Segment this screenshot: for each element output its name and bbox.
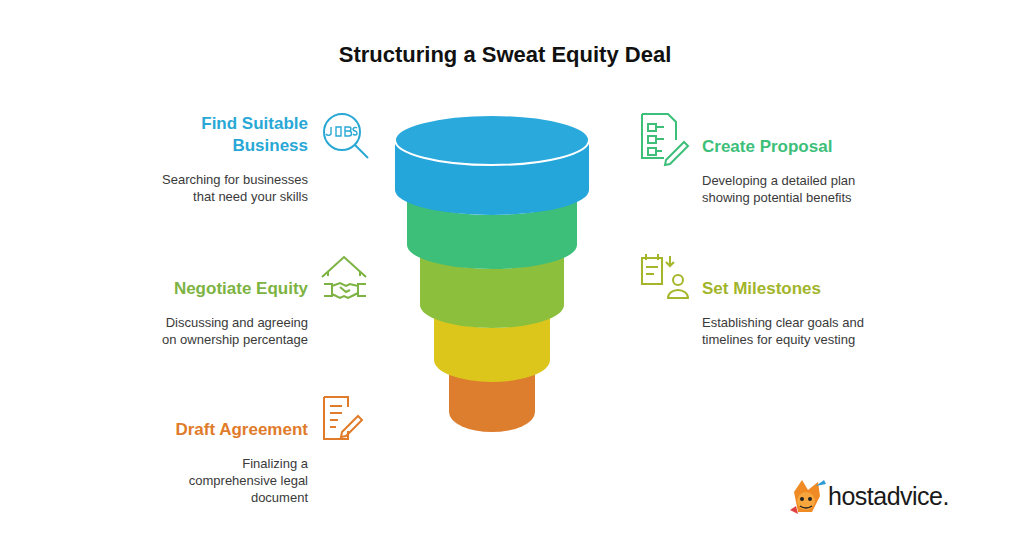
logo-mascot (790, 480, 826, 514)
agreement-icon (324, 397, 362, 439)
step-node: Create ProposalDeveloping a detailed pla… (702, 136, 867, 206)
diagram-title: Structuring a Sweat Equity Deal (0, 42, 1010, 68)
step-node: Negotiate EquityDiscussing and agreeing … (148, 278, 308, 348)
step-heading: Draft Agreement (158, 419, 308, 441)
step-heading: Set Milestones (702, 278, 867, 300)
logo-text: hostadvice. (828, 482, 949, 511)
step-description: Discussing and agreeing on ownership per… (148, 314, 308, 348)
step-heading: Find Suitable Business (158, 113, 308, 157)
step-description: Developing a detailed plan showing poten… (702, 172, 867, 206)
funnel-layer-blue (395, 115, 589, 215)
step-node: Set MilestonesEstablishing clear goals a… (702, 278, 867, 348)
step-heading: Create Proposal (702, 136, 867, 158)
step-node: Find Suitable BusinessSearching for busi… (158, 113, 308, 205)
step-description: Finalizing a comprehensive legal documen… (158, 455, 308, 506)
proposal-icon (642, 114, 688, 165)
step-description: Searching for businesses that need your … (158, 171, 308, 205)
milestones-icon (642, 254, 688, 298)
jobs-search-icon (324, 114, 368, 158)
step-node: Draft AgreementFinalizing a comprehensiv… (158, 419, 308, 506)
step-description: Establishing clear goals and timelines f… (702, 314, 867, 348)
step-heading: Negotiate Equity (148, 278, 308, 300)
handshake-icon (322, 257, 366, 298)
